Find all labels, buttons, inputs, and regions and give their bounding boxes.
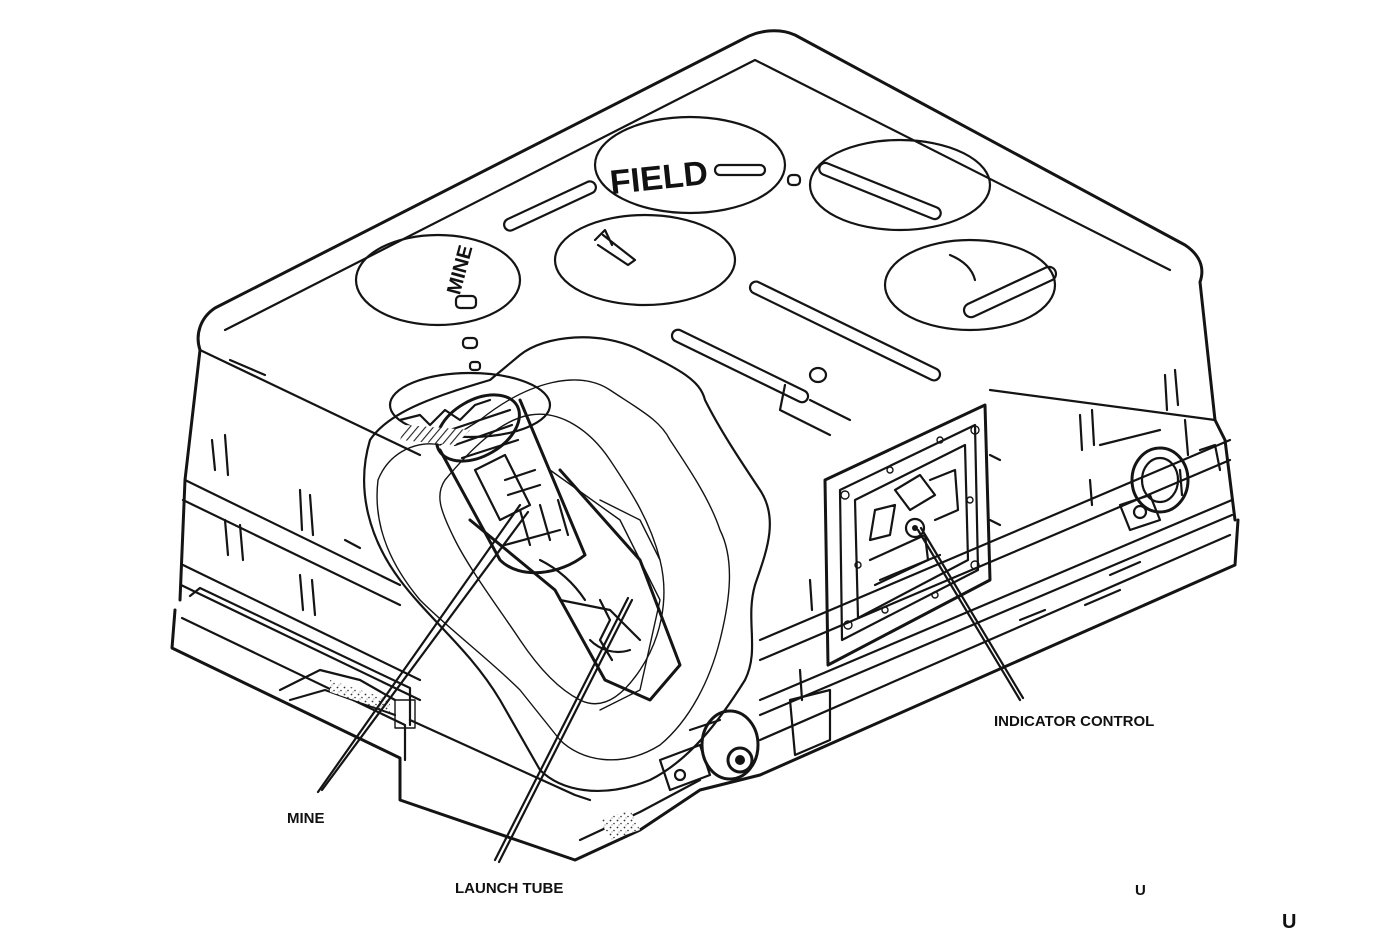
leader-launch-tube (493, 596, 630, 862)
leader-lines (316, 503, 1025, 864)
label-mine: MINE (287, 810, 325, 827)
mine-cylinder (435, 393, 587, 575)
side-fittings (600, 443, 1222, 840)
case-body (178, 29, 1237, 717)
indicator-control-panel (823, 403, 1002, 667)
leader-indicator-control (916, 528, 1022, 702)
lid-recess-field (593, 115, 787, 215)
corner-mark-2: U (1282, 911, 1296, 933)
lid-text-mine: MINE (443, 243, 477, 297)
hatched-cut-region (363, 336, 771, 792)
cutaway-section (363, 336, 771, 792)
stippled-fill-region (376, 379, 731, 761)
lid-markings: FIELD MINE (354, 115, 1058, 439)
label-launch-tube: LAUNCH TUBE (455, 880, 563, 897)
corner-mark-1: U (1135, 882, 1146, 899)
lid-text-field: FIELD (608, 154, 710, 202)
launch-tube (468, 468, 682, 702)
leader-mine (316, 503, 522, 794)
label-indicator-control: INDICATOR CONTROL (994, 713, 1154, 730)
